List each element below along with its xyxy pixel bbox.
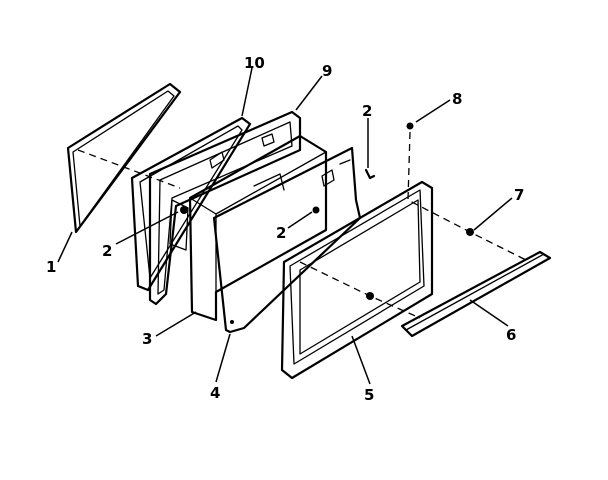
callout-9: 9 xyxy=(322,62,332,80)
part-9-liner-frame xyxy=(148,110,302,306)
callout-8: 8 xyxy=(452,90,462,108)
callout-labels: 1 2 2 2 3 4 5 6 7 8 9 10 xyxy=(46,54,524,404)
callout-7: 7 xyxy=(514,186,524,204)
callout-4: 4 xyxy=(210,384,220,402)
part-5-outer-door xyxy=(280,180,434,380)
callout-2-middle: 2 xyxy=(276,224,286,242)
screw-8 xyxy=(406,122,414,130)
callout-2-left: 2 xyxy=(102,242,112,260)
callout-10: 10 xyxy=(244,54,265,72)
callout-3: 3 xyxy=(142,330,152,348)
callout-5: 5 xyxy=(364,386,374,404)
leader-lines xyxy=(57,67,513,385)
part-1-glass-panel xyxy=(66,82,182,234)
screw-2a xyxy=(180,206,188,214)
alignment-lines xyxy=(77,131,531,319)
screw-2b xyxy=(312,206,320,214)
screw-2c xyxy=(364,168,376,180)
part-3-insulation xyxy=(188,134,328,322)
part-10-inner-frame xyxy=(130,116,252,292)
part-4-inner-panel xyxy=(212,146,362,334)
callout-2-top: 2 xyxy=(362,102,372,120)
part-6-trim-strip xyxy=(400,250,552,338)
callout-6: 6 xyxy=(506,326,516,344)
callout-1: 1 xyxy=(46,258,56,276)
